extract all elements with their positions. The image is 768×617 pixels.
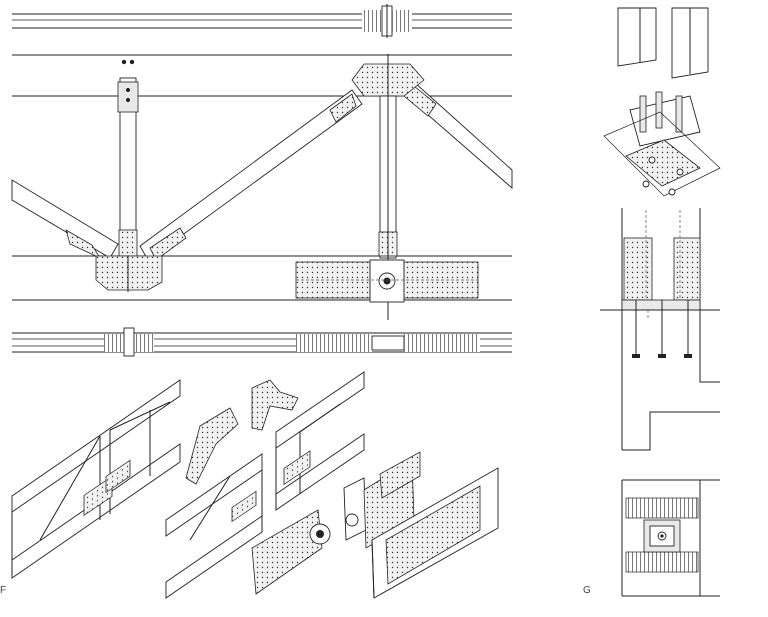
figure-label-f: F xyxy=(0,585,7,596)
column-base-isometric xyxy=(603,7,721,197)
figure-label-g: G xyxy=(583,585,591,596)
truss-elevation xyxy=(11,54,513,320)
column-base-section xyxy=(600,208,720,451)
column-base-plan xyxy=(621,479,720,597)
top-plan-strip xyxy=(12,4,512,38)
bottom-plan-strip xyxy=(12,327,512,357)
isometric-truss-left xyxy=(11,379,181,579)
isometric-exploded-parts xyxy=(165,371,499,599)
